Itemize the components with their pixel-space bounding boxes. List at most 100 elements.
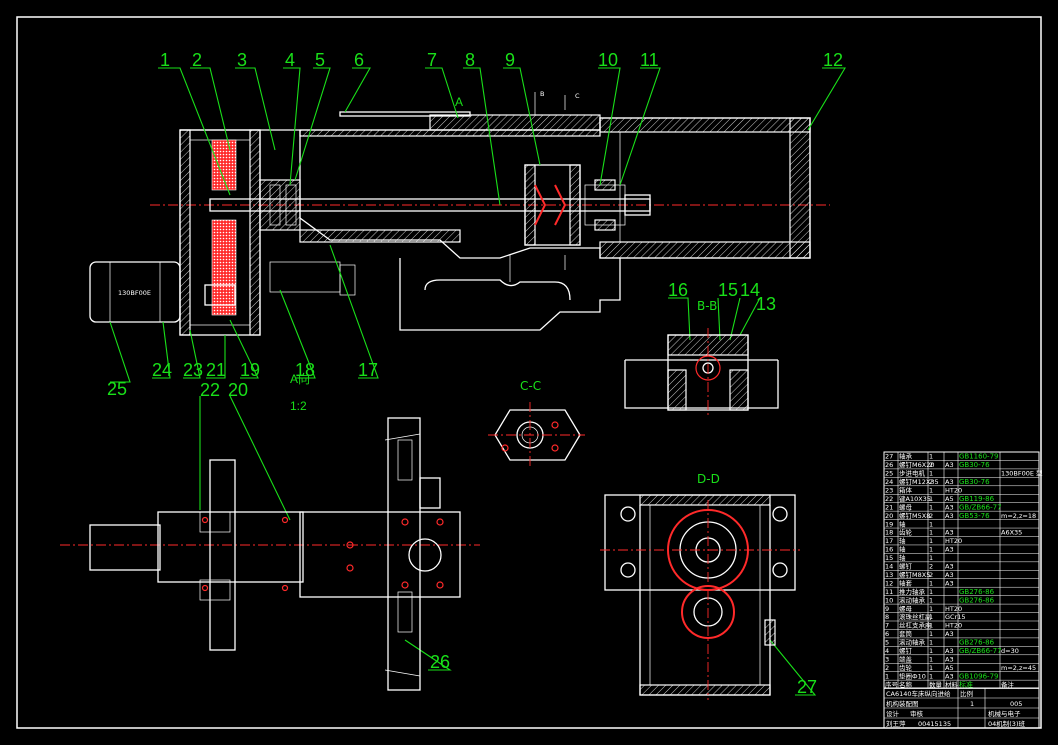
bom-cell: 11: [885, 588, 893, 596]
bom-cell: 1: [929, 647, 933, 655]
part-label-3: 3: [237, 50, 247, 70]
part-label-24: 24: [152, 360, 172, 380]
bom-cell: 2: [929, 461, 933, 469]
bom-cell: 2: [885, 664, 889, 672]
bom-cell: 套筒: [899, 629, 913, 638]
bom-cell: m=2,z=18: [1001, 512, 1036, 520]
bom-cell: 材料: [945, 680, 959, 689]
part-label-25: 25: [107, 379, 127, 399]
bom-cell: 18: [885, 529, 893, 537]
bom-cell: 键A10X35: [899, 494, 931, 503]
bom-cell: 1: [929, 554, 933, 562]
bom-cell: GB30-76: [959, 461, 990, 469]
title-line-2: 机构装配图: [886, 699, 919, 708]
bom-cell: GB53-76: [959, 512, 990, 520]
part-label-13: 13: [756, 294, 776, 314]
part-label-17: 17: [358, 360, 378, 380]
bom-cell: 1: [929, 605, 933, 613]
part-label-1: 1: [160, 50, 170, 70]
bom-cell: 1: [929, 503, 933, 511]
bom-cell: 1: [929, 596, 933, 604]
bom-cell: 16: [885, 546, 893, 554]
title-block: CA6140车床纵向进给 机构装配图 比例 1 005 设计 审核 刘王萍 00…: [884, 687, 1039, 728]
bom-cell: A3: [945, 647, 954, 655]
bom-cell: 26: [885, 461, 893, 469]
bom-cell: 滚珠丝杠副: [899, 612, 932, 621]
bom-cell: 轴: [899, 545, 906, 554]
bom-cell: 轴: [899, 519, 906, 528]
part-label-15: 15: [718, 280, 738, 300]
bom-cell: 1: [885, 672, 889, 680]
bom-cell: 1: [929, 537, 933, 545]
bom-cell: A3: [945, 546, 954, 554]
bom-cell: 1: [929, 588, 933, 596]
part-label-23: 23: [183, 360, 203, 380]
view-cc-title: C-C: [520, 379, 541, 393]
bom-cell: 轴套: [899, 578, 913, 587]
bom-cell: A3: [945, 672, 954, 680]
part-label-9: 9: [505, 50, 515, 70]
bom-cell: 2: [929, 563, 933, 571]
bom-cell: 3: [885, 655, 889, 663]
bom-cell: 1: [929, 486, 933, 494]
bom-cell: 齿轮: [899, 663, 913, 672]
bom-cell: GB30-76: [959, 478, 990, 486]
bom-cell: 1: [929, 622, 933, 630]
bom-cell: A5: [945, 495, 954, 503]
bom-cell: 24: [885, 478, 893, 486]
bom-cell: 滚动轴承: [899, 638, 926, 647]
view-dd: D-D: [600, 472, 800, 700]
bom-cell: 1: [929, 579, 933, 587]
bom-cell: GB276-86: [959, 639, 995, 647]
part-label-2: 2: [192, 50, 202, 70]
bom-cell: A3: [945, 655, 954, 663]
leader-lines: [109, 67, 846, 696]
bom-cell: 螺钉M5X8: [899, 511, 930, 520]
bom-cell: 1: [929, 664, 933, 672]
bom-cell: 1: [929, 529, 933, 537]
bom-cell: A5: [945, 664, 954, 672]
bom-cell: 21: [885, 503, 893, 511]
bom-cell: 2: [929, 512, 933, 520]
section-b-mark: B: [540, 90, 544, 98]
bom-cell: 2: [929, 571, 933, 579]
bom-cell: A3: [945, 478, 954, 486]
part-numbers: 1 2 3 4 5 6 7 8 9 10 11 12 16 15 14 13 2…: [107, 50, 843, 697]
bom-cell: A3: [945, 503, 954, 511]
bom-cell: 端盖: [899, 654, 913, 663]
bom-cell: GB119-86: [959, 495, 995, 503]
main-section-view: 130BF00E A B C A向 1:2: [89, 90, 830, 413]
bom-cell: 20: [885, 512, 893, 520]
sheet-number: 005: [1010, 700, 1022, 708]
title-line-1: CA6140车床纵向进给: [886, 689, 951, 698]
bom-cell: GCr15: [945, 613, 966, 621]
bom-cell: 螺钉: [899, 646, 913, 655]
bom-cell: 1: [929, 672, 933, 680]
bom-cell: 螺母: [899, 502, 913, 511]
bom-cell: m=2,z=45: [1001, 664, 1036, 672]
bom-cell: 轴: [899, 553, 906, 562]
bom-cell: 备注: [1001, 680, 1015, 689]
bom-cell: 螺钉: [899, 562, 913, 571]
part-label-20: 20: [228, 380, 248, 400]
bom-cell: A3: [945, 563, 954, 571]
bom-cell: 6: [885, 630, 889, 638]
part-label-21: 21: [206, 360, 226, 380]
bom-cell: 推力轴承: [899, 587, 926, 596]
bom-cell: 1: [929, 546, 933, 554]
bom-cell: A3: [945, 512, 954, 520]
section-a-mark: A: [455, 95, 463, 109]
part-label-8: 8: [465, 50, 475, 70]
bom-cell: 数量: [929, 680, 943, 689]
part-label-7: 7: [427, 50, 437, 70]
bom-cell: 2: [929, 478, 933, 486]
part-label-22: 22: [200, 380, 220, 400]
bom-cell: GB276-86: [959, 596, 995, 604]
bom-cell: GB/ZB66-77: [959, 647, 1002, 655]
motor-text: 130BF00E: [118, 289, 151, 297]
bom-cell: 130BF00E 型: [1001, 469, 1043, 478]
bom-cell: 7: [885, 622, 889, 630]
scale-value: 1: [970, 700, 974, 708]
bom-cell: 1: [929, 453, 933, 461]
